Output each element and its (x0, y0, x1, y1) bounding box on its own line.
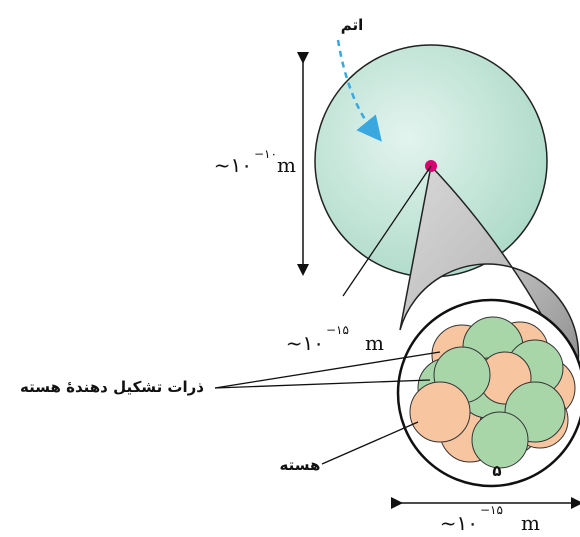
nucleus-number: ۵ (492, 462, 501, 480)
nucleons-label: ذرات تشکیل دهندهٔ هسته (20, 378, 204, 396)
nucleus-leader (321, 421, 419, 465)
atom-size-exponent: −۱۰ (254, 147, 277, 161)
neutron (471, 411, 529, 469)
nucleus-label: هسته (280, 456, 321, 474)
nucleus-width-exponent: −۱۵ (480, 503, 503, 517)
nucleus-size-prefix: ~۱۰ (286, 331, 324, 355)
nucleus-size-unit: m (365, 331, 384, 355)
atom-label: اتم (341, 16, 364, 34)
proton (409, 381, 471, 443)
nucleus-width-prefix: ~۱۰ (440, 511, 478, 535)
atom-size-unit: m (277, 153, 296, 177)
nucleons-leader-2 (214, 379, 431, 389)
nucleus-width-unit: m (521, 511, 540, 535)
magnification-cone (399, 164, 580, 383)
nucleus-size-leader (342, 165, 432, 297)
nucleon-cluster (409, 316, 576, 469)
atom-size-prefix: ~۱۰ (214, 153, 252, 177)
nucleons-leader-1 (214, 351, 441, 389)
nucleus-size-exponent: −۱۵ (326, 323, 349, 337)
atom-pointer-arrow (336, 39, 382, 142)
